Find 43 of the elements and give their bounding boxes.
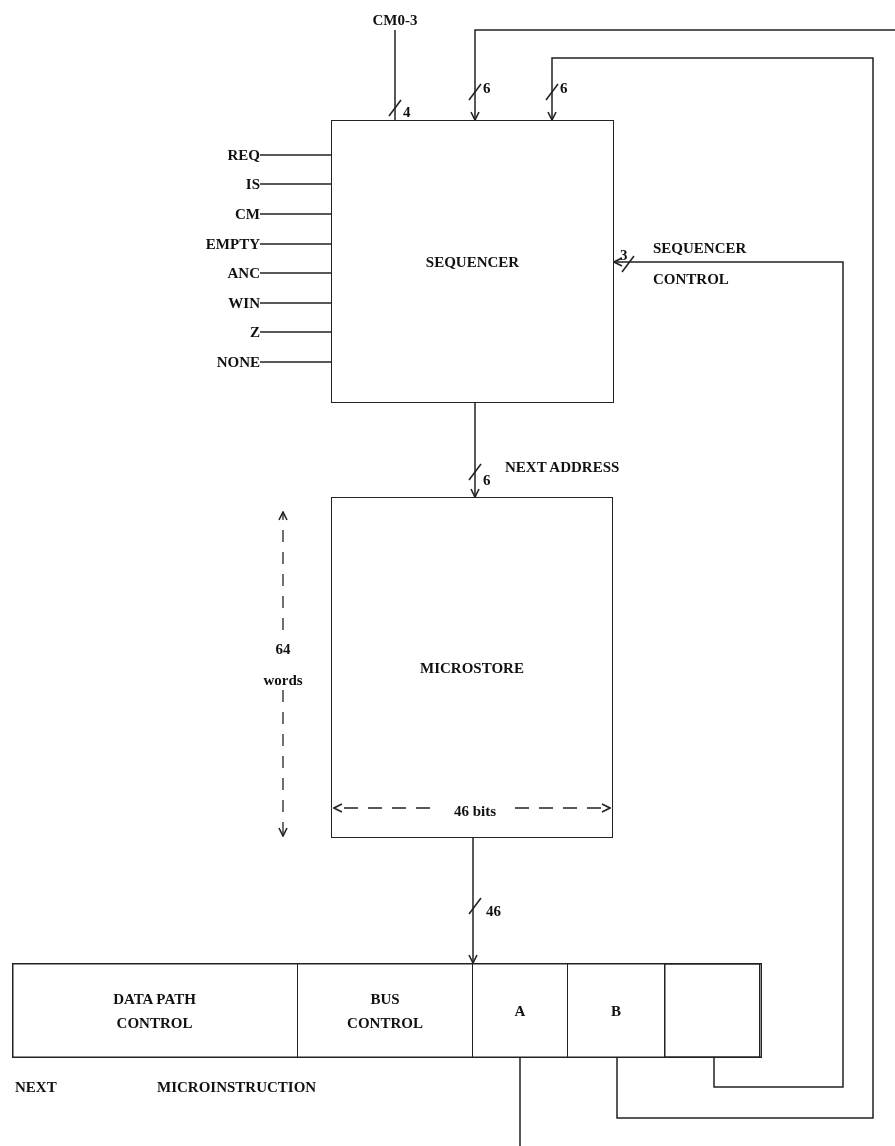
register-field: DATA PATH CONTROL [12,963,298,1058]
connector-line [519,1057,521,1146]
connector-line [259,272,332,274]
bus-width-label: 4 [403,104,411,120]
connector-line [259,154,332,156]
connector-line [259,302,332,304]
connector-line [259,331,332,333]
arrow [470,402,480,498]
signal-label: Z [170,322,260,342]
signal-label: WIN [170,293,260,313]
arrow [468,837,478,964]
register-field: A [473,963,568,1058]
dimension-label: 64 words [262,640,304,690]
microinstruction-register [12,963,762,1058]
arrow [470,29,895,121]
connector-line [259,183,332,185]
signal-label: ANC [170,263,260,283]
note-label: NEXT ADDRESS [505,458,621,477]
bus-width-label: 6 [483,80,491,96]
signal-label: CM [170,204,260,224]
bus-width-label: 46 [486,903,501,919]
bus-width-label: 6 [483,472,491,488]
signal-label: IS [170,174,260,194]
signal-label: EMPTY [170,234,260,254]
connector-line [394,29,396,121]
register-field: B [568,963,665,1058]
arrow [613,257,844,1088]
register-field [663,963,760,1058]
arrow [547,57,874,1119]
dimension-label: 46 bits [452,802,498,821]
signal-label: CM0-3 [355,10,435,30]
bus-width-label: 3 [620,247,628,263]
connector-line [259,213,332,215]
note-label: MICROINSTRUCTION [157,1078,318,1097]
signal-label: NONE [170,352,260,372]
connector-line [259,243,332,245]
bus-width-label: 6 [560,80,568,96]
note-label: SEQUENCER CONTROL [653,239,748,289]
register-field: BUS CONTROL [298,963,473,1058]
note-label: NEXT [15,1078,58,1097]
connector-line [259,361,332,363]
signal-label: REQ [170,145,260,165]
sequencer-block: SEQUENCER [331,120,614,403]
